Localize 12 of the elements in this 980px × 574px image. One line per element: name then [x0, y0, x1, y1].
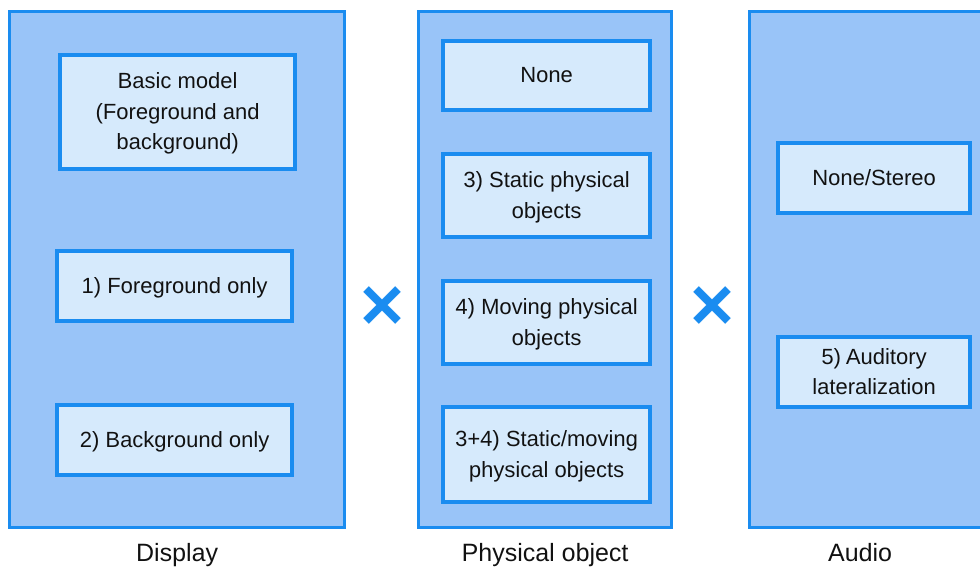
option-box: None/Stereo — [776, 141, 972, 215]
option-box: None — [441, 39, 652, 112]
option-box: 5) Auditory lateralization — [776, 335, 972, 409]
panel-heading: Audio — [828, 539, 892, 568]
option-box: 4) Moving physical objects — [441, 279, 652, 366]
option-box: 2) Background only — [55, 403, 294, 477]
option-box: 1) Foreground only — [55, 249, 294, 323]
option-box: Basic model (Foreground and background) — [58, 53, 297, 171]
option-box: 3+4) Static/moving physical objects — [441, 405, 652, 504]
panel-heading: Physical object — [462, 539, 628, 568]
panel-heading: Display — [136, 539, 218, 568]
option-box: 3) Static physical objects — [441, 152, 652, 239]
